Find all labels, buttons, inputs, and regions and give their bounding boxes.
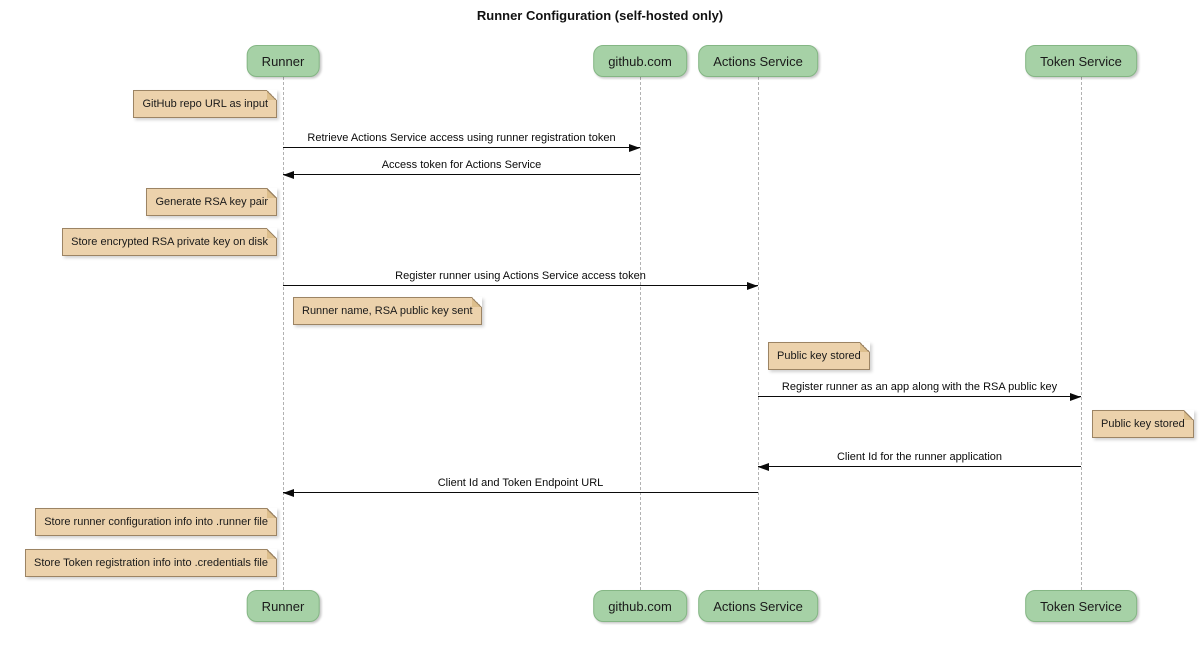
note: Runner name, RSA public key sent xyxy=(293,297,482,325)
lifeline-actions xyxy=(757,77,759,590)
note: Store Token registration info into .cred… xyxy=(25,549,277,577)
note: Generate RSA key pair xyxy=(146,188,277,216)
message-label: Register runner as an app along with the… xyxy=(781,381,1058,393)
arrowhead-icon xyxy=(758,462,769,471)
actor-top-runner: Runner xyxy=(246,45,320,77)
message-line xyxy=(283,285,758,286)
arrowhead-icon xyxy=(283,170,294,179)
message-label: Retrieve Actions Service access using ru… xyxy=(307,132,616,144)
note: Public key stored xyxy=(768,342,870,370)
lifeline-runner xyxy=(282,77,284,590)
actor-bottom-actions: Actions Service xyxy=(698,590,818,622)
diagram-title: Runner Configuration (self-hosted only) xyxy=(476,8,724,23)
actor-bottom-token: Token Service xyxy=(1025,590,1137,622)
note: GitHub repo URL as input xyxy=(133,90,277,118)
message-label: Client Id for the runner application xyxy=(836,451,1003,463)
actor-bottom-github: github.com xyxy=(593,590,687,622)
arrowhead-icon xyxy=(1070,392,1081,401)
actor-top-token: Token Service xyxy=(1025,45,1137,77)
actor-bottom-runner: Runner xyxy=(246,590,320,622)
message-line xyxy=(283,174,640,175)
arrowhead-icon xyxy=(629,143,640,152)
note: Store encrypted RSA private key on disk xyxy=(62,228,277,256)
lifeline-github xyxy=(639,77,641,590)
message-line xyxy=(283,492,758,493)
message-label: Access token for Actions Service xyxy=(381,159,542,171)
message-line xyxy=(758,396,1081,397)
note: Store runner configuration info into .ru… xyxy=(35,508,277,536)
message-line xyxy=(283,147,640,148)
arrowhead-icon xyxy=(747,281,758,290)
arrowhead-icon xyxy=(283,488,294,497)
note: Public key stored xyxy=(1092,410,1194,438)
lifeline-token xyxy=(1080,77,1082,590)
message-label: Client Id and Token Endpoint URL xyxy=(437,477,604,489)
message-line xyxy=(758,466,1081,467)
actor-top-actions: Actions Service xyxy=(698,45,818,77)
message-label: Register runner using Actions Service ac… xyxy=(395,270,646,282)
actor-top-github: github.com xyxy=(593,45,687,77)
